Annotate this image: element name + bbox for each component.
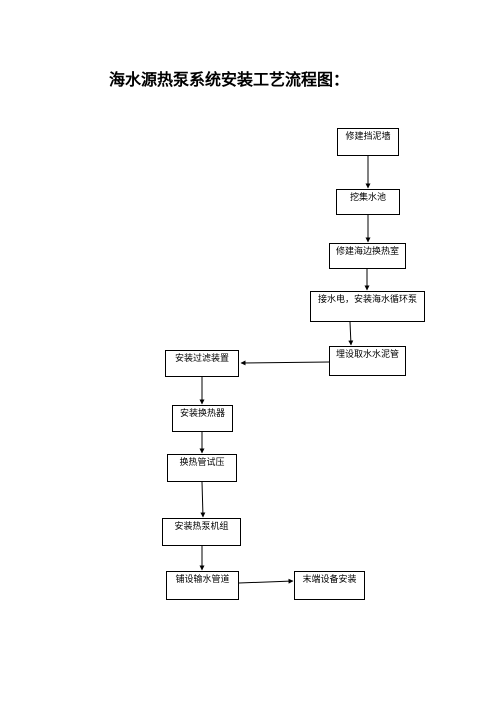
arrow-s10-s11 [238,578,294,584]
step-connect-power-install-pump: 接水电，安装海水循环泵 [310,291,425,322]
arrow-s8-s9 [200,481,206,518]
diagram-title: 海水源热泵系统安装工艺流程图： [109,70,350,89]
step-pressure-test: 换热管试压 [167,454,237,482]
step-install-heat-exchanger: 安装换热器 [172,405,233,432]
arrow-s5-s6 [240,360,330,366]
step-build-heat-exchange-room: 修建海边换热室 [329,243,406,269]
step-lay-water-pipe: 铺设输水管道 [166,571,239,600]
step-lay-intake-pipe: 埋设取水水泥管 [329,346,406,376]
step-install-filter: 安装过滤装置 [165,350,239,377]
step-dig-collection-pool: 挖集水池 [336,189,400,215]
step-build-mud-wall: 修建挡泥墙 [337,128,399,156]
step-install-terminal-equipment: 末端设备安装 [294,571,365,600]
step-install-heat-pump: 安装热泵机组 [162,518,241,546]
arrow-s4-s5 [348,321,354,346]
